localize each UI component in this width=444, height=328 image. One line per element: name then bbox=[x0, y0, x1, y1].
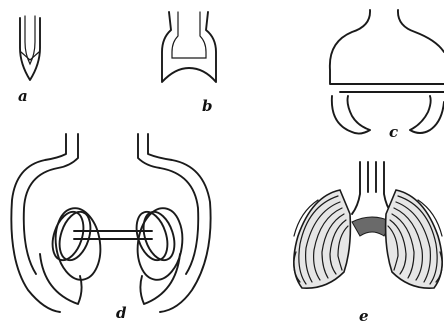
diagram-c bbox=[330, 10, 444, 134]
diagram-a bbox=[20, 16, 40, 80]
diagram-d bbox=[11, 134, 210, 312]
left-mass bbox=[294, 190, 351, 288]
diagram-b bbox=[162, 12, 216, 82]
diagram-e bbox=[294, 162, 443, 288]
label-c: c bbox=[389, 123, 398, 141]
label-b: b bbox=[202, 97, 213, 115]
label-a: a bbox=[18, 87, 28, 105]
right-mass bbox=[386, 190, 443, 288]
label-e: e bbox=[359, 307, 369, 325]
label-d: d bbox=[116, 304, 127, 322]
